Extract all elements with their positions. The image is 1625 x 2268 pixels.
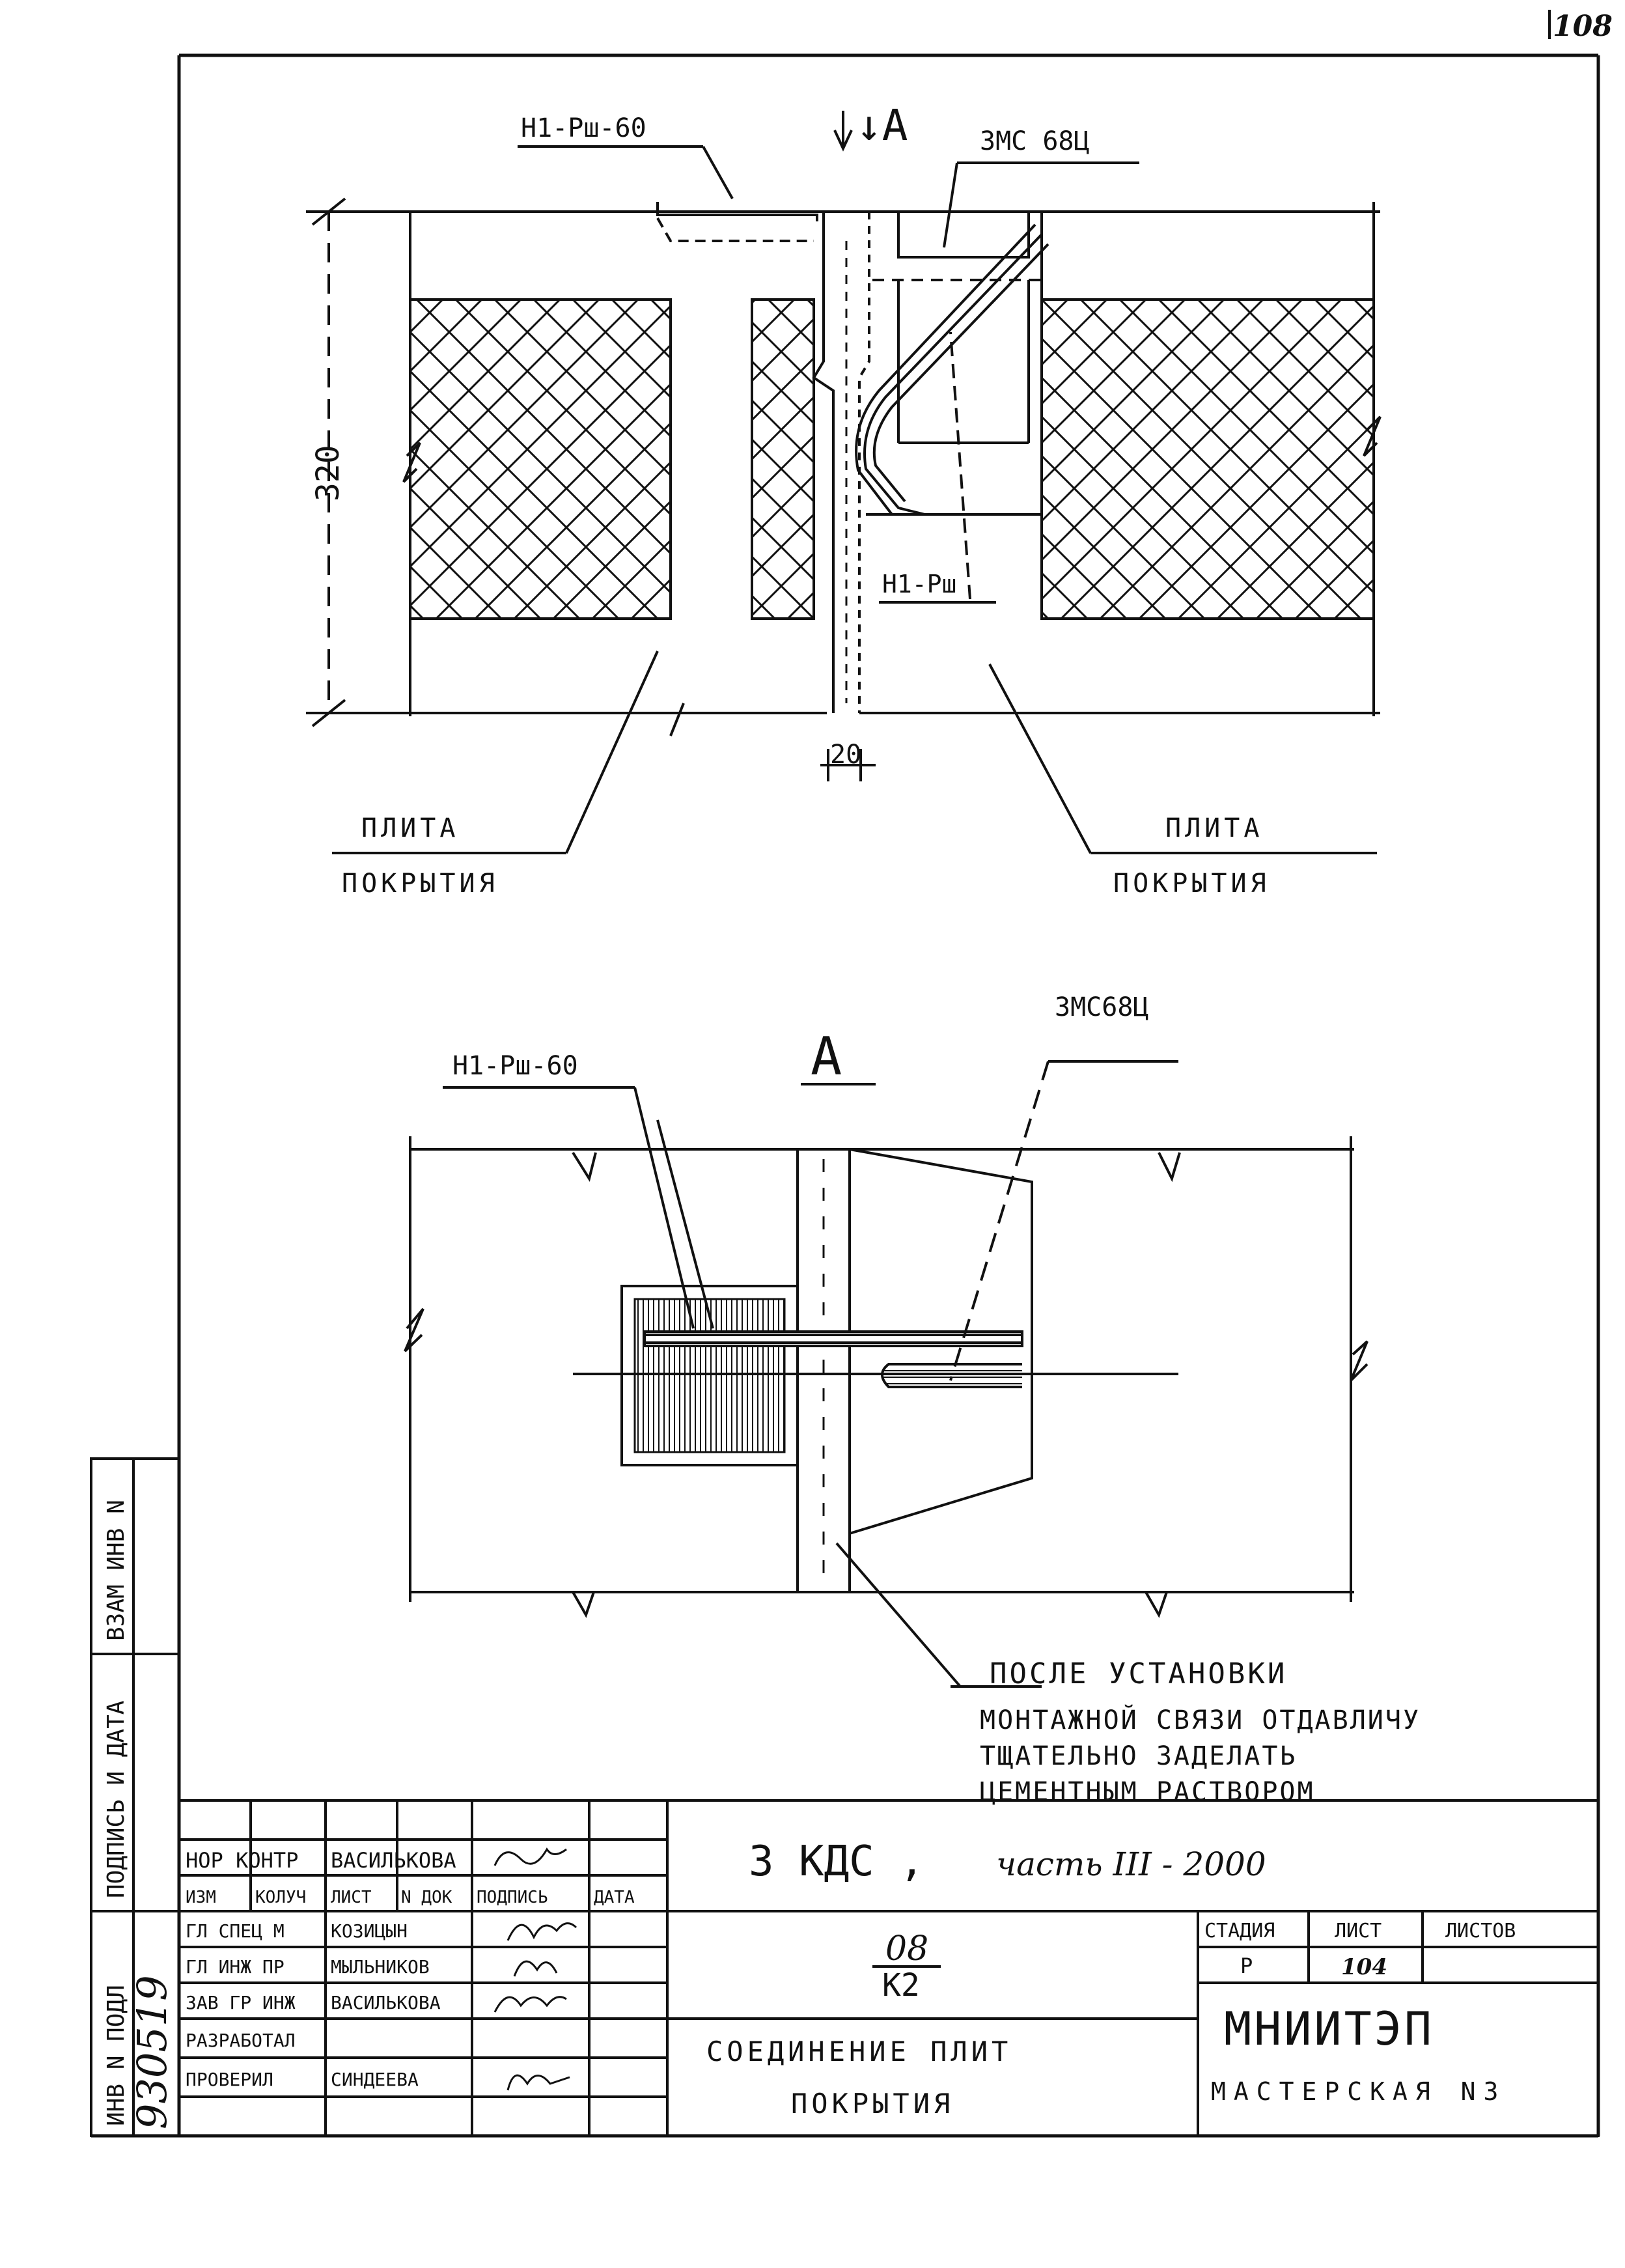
- label-h1-top: Н1-Рш: [882, 570, 956, 598]
- row-role-3: ЗАВ ГР ИНЖ: [186, 1992, 296, 2013]
- label-zmc-top: ЗМС 68Ц: [980, 126, 1090, 156]
- page-number: 108: [1553, 10, 1613, 43]
- view-title-a: А: [811, 1026, 842, 1087]
- note-line-3: ТЩАТЕЛЬНО ЗАДЕЛАТЬ: [980, 1741, 1297, 1771]
- list-no-value: 104: [1341, 1954, 1387, 1980]
- project-part: часть III - 2000: [996, 1845, 1266, 1883]
- project-code: 3 КДС ,: [749, 1838, 924, 1886]
- hdr-stadia: СТАДИЯ: [1204, 1920, 1275, 1942]
- insulation-left: [409, 298, 672, 620]
- sheet-title-1: СОЕДИНЕНИЕ ПЛИТ: [706, 2036, 1012, 2067]
- label-zmc-a: ЗМС68Ц: [1055, 992, 1149, 1022]
- row-name-3: ВАСИЛЬКОВА: [331, 1992, 441, 2013]
- view-marker-a: ↓A: [856, 100, 908, 150]
- insulation-mid: [751, 298, 815, 620]
- hdr-data: ДАТА: [594, 1888, 635, 1907]
- row-role-5: ПРОВЕРИЛ: [186, 2069, 273, 2090]
- side-podpis-data: ПОДПИСЬ И ДАТА: [103, 1700, 130, 1898]
- sheet-title-2: ПОКРЫТИЯ: [791, 2088, 954, 2120]
- hdr-koluch: КОЛУЧ: [255, 1888, 306, 1907]
- row-role-2: ГЛ ИНЖ ПР: [186, 1956, 285, 1978]
- side-stamp: [90, 1457, 180, 2137]
- slab-left-label-1: ПЛИТА: [361, 813, 459, 843]
- row-role-4: РАЗРАБОТАЛ: [186, 2030, 296, 2051]
- hdr-ndok: N ДОК: [401, 1888, 452, 1907]
- note-line-4: ЦЕМЕНТНЫМ РАСТВОРОМ: [980, 1777, 1315, 1807]
- row-name-1: КОЗИЦЫН: [331, 1920, 408, 1942]
- title-block-grid: [178, 1799, 1600, 2137]
- section-a: [404, 1060, 1368, 1688]
- row-role-1: ГЛ СПЕЦ М: [186, 1920, 285, 1942]
- org-unit: МАСТЕРСКАЯ N3: [1211, 2077, 1506, 2106]
- sheet-code-top: 08: [885, 1929, 928, 1968]
- hdr-podpis: ПОДПИСЬ: [477, 1888, 548, 1907]
- slab-right-label-2: ПОКРЫТИЯ: [1113, 869, 1270, 899]
- dim-height-320: 320: [310, 445, 346, 501]
- signatures: [493, 1847, 577, 2091]
- label-h1-60-top: Н1-Рш-60: [521, 113, 646, 143]
- slab-right-label-1: ПЛИТА: [1165, 813, 1263, 843]
- insulation-right: [1040, 298, 1375, 620]
- hdr-list2: ЛИСТ: [1335, 1920, 1382, 1942]
- label-h1-60-a: Н1-Рш-60: [452, 1051, 578, 1081]
- org-name: МНИИТЭП: [1224, 2002, 1434, 2056]
- stadia-value: Р: [1240, 1953, 1253, 1978]
- side-vzam: ВЗАМ ИНВ N: [103, 1500, 130, 1641]
- side-inv-number: 930519: [128, 1975, 176, 2129]
- note-line-2: МОНТАЖНОЙ СВЯЗИ ОТДАВЛИЧУ: [980, 1704, 1421, 1735]
- norm-kontr-role: НОР КОНТР: [186, 1848, 298, 1873]
- norm-kontr-name: ВАСИЛЬКОВА: [331, 1848, 456, 1873]
- row-name-2: МЫЛЬНИКОВ: [331, 1956, 430, 1978]
- sheet-code-bottom: К2: [882, 1967, 920, 2004]
- side-inv-podl: ИНВ N ПОДЛ: [103, 1985, 130, 2126]
- section-top: [306, 111, 1382, 854]
- hdr-listov: ЛИСТОВ: [1445, 1920, 1516, 1942]
- note-line-1: ПОСЛЕ УСТАНОВКИ: [990, 1657, 1287, 1690]
- row-name-5: СИНДЕЕВА: [331, 2069, 419, 2090]
- dim-gap-20: 20: [830, 740, 861, 770]
- hdr-izm: ИЗМ: [186, 1888, 216, 1907]
- slab-left-label-2: ПОКРЫТИЯ: [342, 869, 499, 899]
- hdr-list: ЛИСТ: [331, 1888, 372, 1907]
